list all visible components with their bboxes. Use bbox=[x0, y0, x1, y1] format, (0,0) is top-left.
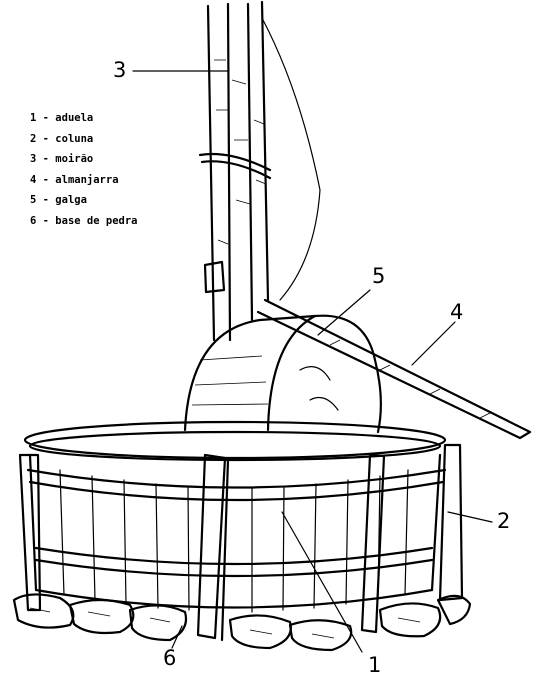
callout-1: 1 bbox=[368, 653, 382, 677]
galga-stone bbox=[183, 314, 382, 434]
basin-aduelas bbox=[23, 420, 447, 613]
legend-number: 5 bbox=[30, 194, 37, 206]
legend-label: coluna bbox=[55, 132, 94, 145]
legend-label: aduela bbox=[55, 112, 94, 124]
legend-label: galga bbox=[55, 194, 87, 206]
legend: 1 - aduela 2 - coluna 3 - moirão 4 - alm… bbox=[30, 108, 137, 231]
legend-item: 6 - base de pedra bbox=[30, 214, 138, 227]
callout-3: 3 bbox=[113, 58, 127, 82]
legend-number: 6 bbox=[30, 214, 37, 227]
callout-5: 5 bbox=[372, 264, 386, 288]
legend-number: 3 bbox=[30, 153, 37, 165]
legend-number: 2 bbox=[30, 132, 37, 145]
colunas bbox=[18, 443, 464, 642]
legend-number: 4 bbox=[30, 173, 37, 186]
almanjarra-arm bbox=[256, 298, 532, 440]
legend-label: moirão bbox=[55, 153, 94, 165]
legend-item: 5 - galga bbox=[30, 194, 87, 206]
legend-item: 1 - aduela bbox=[30, 112, 94, 124]
legend-item: 4 - almanjarra bbox=[30, 173, 119, 186]
base-de-pedra bbox=[12, 593, 472, 652]
legend-item: 2 - coluna bbox=[30, 132, 94, 145]
callout-4: 4 bbox=[450, 300, 464, 324]
legend-label: base de pedra bbox=[55, 214, 138, 227]
leader-lines bbox=[132, 70, 493, 653]
legend-number: 1 bbox=[30, 112, 37, 124]
callout-2: 2 bbox=[497, 509, 511, 533]
legend-label: almanjarra bbox=[55, 173, 119, 186]
callout-6: 6 bbox=[163, 646, 177, 670]
moirao-post bbox=[198, 0, 321, 342]
legend-item: 3 - moirão bbox=[30, 153, 94, 165]
